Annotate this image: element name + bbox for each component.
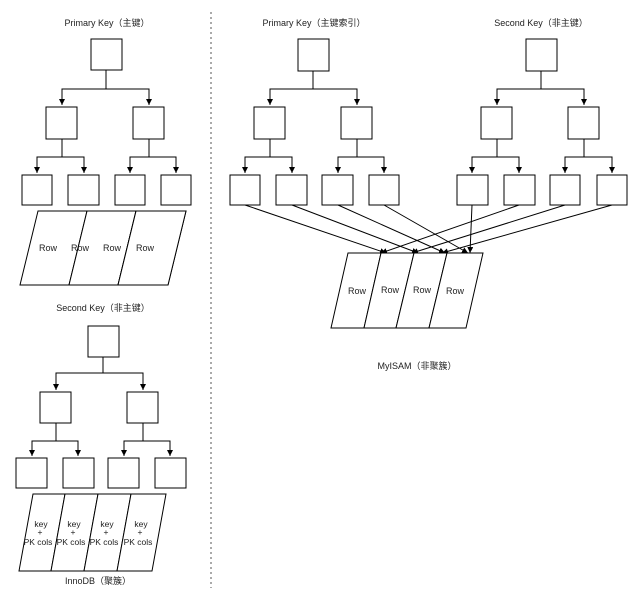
leaf-node xyxy=(321,174,354,206)
leaf-node xyxy=(368,174,400,206)
myisam-primary-title: Primary Key（主键索引） xyxy=(262,17,365,28)
leaf-node xyxy=(229,174,261,206)
innodb-row-storage: Row Row Row Row xyxy=(19,210,187,286)
leaf-node xyxy=(275,174,308,206)
internal-node xyxy=(39,391,72,424)
row-label: Row xyxy=(348,286,367,296)
myisam-secondary-title: Second Key（非主键） xyxy=(494,17,588,28)
key-label: key xyxy=(67,519,81,529)
row-label: Row xyxy=(446,286,465,296)
myisam-secondary-tree: Second Key（非主键） xyxy=(456,17,628,206)
myisam-caption: MyISAM（非聚簇） xyxy=(377,360,456,371)
row-label: Row xyxy=(413,285,432,295)
leaf-node xyxy=(549,174,581,206)
innodb-caption: InnoDB（聚簇） xyxy=(65,575,131,586)
pk-cols-label: PK cols xyxy=(24,537,53,547)
internal-node xyxy=(340,106,373,140)
internal-node xyxy=(253,106,286,140)
pk-cols-label: PK cols xyxy=(57,537,86,547)
innodb-secondary-storage: key + PK cols key + PK cols key + PK col… xyxy=(18,493,167,572)
internal-node xyxy=(567,106,600,140)
leaf-node xyxy=(456,174,489,206)
pk-cols-label: PK cols xyxy=(90,537,119,547)
row-page xyxy=(117,210,187,286)
innodb-primary-tree: Primary Key（主键） Row Row Row Row xyxy=(19,17,192,286)
myisam-pointers xyxy=(244,204,613,255)
leaf-node xyxy=(503,174,536,206)
root-node xyxy=(87,325,120,358)
row-label: Row xyxy=(39,243,58,253)
root-node xyxy=(297,38,330,72)
key-label: key xyxy=(134,519,148,529)
internal-node xyxy=(132,106,165,140)
internal-node xyxy=(480,106,513,140)
root-node xyxy=(90,38,123,71)
myisam-primary-tree: Primary Key（主键索引） xyxy=(229,17,400,206)
leaf-node xyxy=(67,174,100,206)
leaf-node xyxy=(15,457,48,489)
leaf-node xyxy=(154,457,187,489)
internal-node xyxy=(45,106,78,140)
innodb-secondary-tree: Second Key（非主键） key + PK cols key + PK c… xyxy=(15,302,187,586)
root-node xyxy=(525,38,558,72)
leaf-node xyxy=(62,457,95,489)
key-label: key xyxy=(34,519,48,529)
row-label: Row xyxy=(136,243,155,253)
pk-cols-label: PK cols xyxy=(124,537,153,547)
row-label: Row xyxy=(381,285,400,295)
leaf-node xyxy=(596,174,628,206)
internal-node xyxy=(126,391,159,424)
leaf-node xyxy=(160,174,192,206)
leaf-node xyxy=(107,457,140,489)
plus-sign: + xyxy=(104,527,109,537)
innodb-secondary-title: Second Key（非主键） xyxy=(56,302,150,313)
innodb-primary-title: Primary Key（主键） xyxy=(64,17,149,28)
plus-sign: + xyxy=(138,527,143,537)
key-label: key xyxy=(100,519,114,529)
plus-sign: + xyxy=(38,527,43,537)
leaf-node xyxy=(21,174,53,206)
row-label: Row xyxy=(103,243,122,253)
key-pk-page xyxy=(116,493,167,572)
myisam-row-storage: Row Row Row Row xyxy=(330,252,484,329)
leaf-node xyxy=(114,174,146,206)
row-page xyxy=(428,252,484,329)
row-label: Row xyxy=(71,243,90,253)
plus-sign: + xyxy=(71,527,76,537)
